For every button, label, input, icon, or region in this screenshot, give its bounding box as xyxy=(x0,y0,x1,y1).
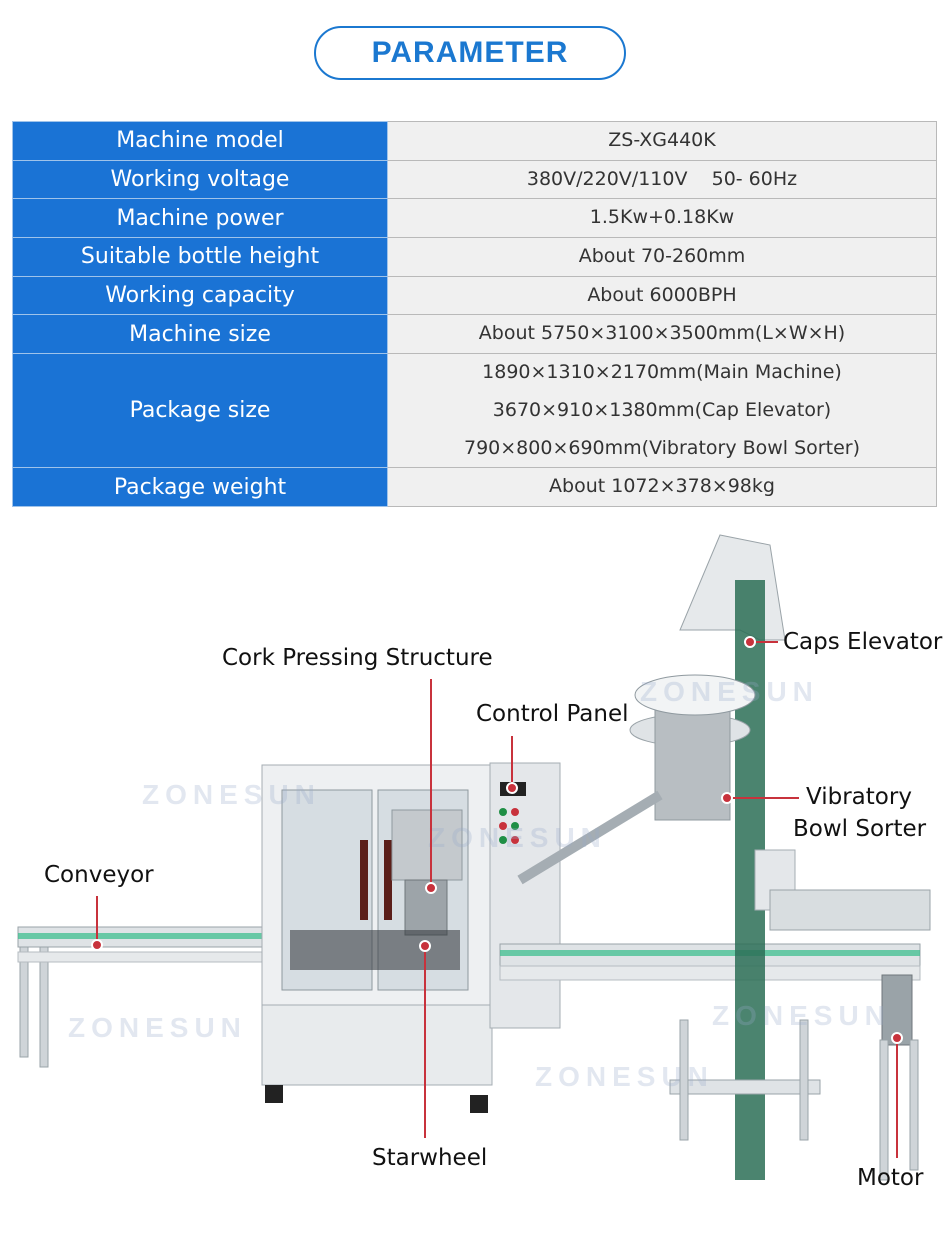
spec-value: 380V/220V/110V 50- 60Hz xyxy=(387,159,937,200)
callout-line xyxy=(430,679,432,887)
callout-dot xyxy=(744,636,756,648)
spec-label: Machine size xyxy=(12,314,388,355)
spec-value-line: 790×800×690mm(Vibratory Bowl Sorter) xyxy=(464,436,860,459)
callout-starwheel: Starwheel xyxy=(372,1145,488,1171)
table-row: Suitable bottle height About 70-260mm xyxy=(12,237,937,277)
table-row: Package size 1890×1310×2170mm(Main Machi… xyxy=(12,353,937,469)
main-cabinet xyxy=(261,764,493,1113)
spec-value-line: 1.5Kw+0.18Kw xyxy=(589,206,735,229)
table-row: Working voltage 380V/220V/110V 50- 60Hz xyxy=(12,159,937,200)
spec-label: Machine model xyxy=(12,121,388,161)
table-row: Machine model ZS-XG440K xyxy=(12,121,937,161)
watermark: ZONESUN xyxy=(712,1000,891,1031)
watermark: ZONESUN xyxy=(640,676,819,707)
page-title: PARAMETER xyxy=(371,36,569,69)
callout-line xyxy=(752,641,778,643)
table-row: Working capacity About 6000BPH xyxy=(12,275,937,316)
callout-cork-pressing: Cork Pressing Structure xyxy=(222,645,493,671)
table-row: Machine size About 5750×3100×3500mm(L×W×… xyxy=(12,314,937,355)
right-conveyor xyxy=(499,943,921,1181)
spec-table: Machine model ZS-XG440K Working voltage … xyxy=(12,121,937,507)
caps-elevator xyxy=(629,534,931,1180)
callout-dot xyxy=(506,782,518,794)
watermark: ZONESUN xyxy=(428,822,607,853)
control-panel xyxy=(489,762,561,1029)
spec-value: About 5750×3100×3500mm(L×W×H) xyxy=(387,314,937,355)
spec-value: 1.5Kw+0.18Kw xyxy=(387,198,937,239)
callout-dot xyxy=(721,792,733,804)
spec-value: About 6000BPH xyxy=(387,275,937,316)
spec-label: Package size xyxy=(12,353,388,469)
callout-control-panel: Control Panel xyxy=(476,701,629,727)
spec-label: Working voltage xyxy=(12,159,388,200)
spec-label: Working capacity xyxy=(12,275,388,316)
spec-value-line: 1890×1310×2170mm(Main Machine) xyxy=(482,361,842,384)
spec-label: Suitable bottle height xyxy=(12,237,388,277)
spec-value: About 70-260mm xyxy=(387,237,937,277)
callout-line xyxy=(729,797,799,799)
callout-line xyxy=(424,945,426,1138)
spec-label: Machine power xyxy=(12,198,388,239)
callout-caps-elevator: Caps Elevator xyxy=(783,629,943,655)
watermark: ZONESUN xyxy=(68,1012,247,1043)
callout-line xyxy=(511,736,513,786)
title-pill: PARAMETER xyxy=(314,26,626,80)
left-conveyor xyxy=(17,926,269,1068)
table-row: Package weight About 1072×378×98kg xyxy=(12,467,937,507)
spec-value-line: ZS-XG440K xyxy=(608,129,716,151)
spec-value-line: 3670×910×1380mm(Cap Elevator) xyxy=(492,398,832,421)
spec-value-line: About 70-260mm xyxy=(578,245,746,268)
callout-dot xyxy=(891,1032,903,1044)
callout-bowl-sorter-1: Vibratory xyxy=(806,784,912,810)
callout-dot xyxy=(425,882,437,894)
spec-value: About 1072×378×98kg xyxy=(387,467,937,507)
spec-value-line: 380V/220V/110V 50- 60Hz xyxy=(526,167,798,190)
spec-value: ZS-XG440K xyxy=(387,121,937,161)
callout-motor: Motor xyxy=(857,1165,924,1191)
callout-conveyor: Conveyor xyxy=(44,862,154,888)
spec-value-line: About 5750×3100×3500mm(L×W×H) xyxy=(478,322,846,345)
callout-dot xyxy=(91,939,103,951)
table-row: Machine power 1.5Kw+0.18Kw xyxy=(12,198,937,239)
callout-line xyxy=(96,896,98,942)
spec-value: 1890×1310×2170mm(Main Machine) 3670×910×… xyxy=(387,353,937,469)
spec-value-line: About 1072×378×98kg xyxy=(549,475,775,498)
callout-dot xyxy=(419,940,431,952)
spec-value-line: About 6000BPH xyxy=(587,283,737,306)
callout-line xyxy=(896,1038,898,1158)
machine-photo xyxy=(17,534,931,1181)
callout-bowl-sorter-2: Bowl Sorter xyxy=(793,816,927,842)
watermark: ZONESUN xyxy=(142,779,321,810)
spec-label: Package weight xyxy=(12,467,388,507)
watermark: ZONESUN xyxy=(535,1061,714,1092)
